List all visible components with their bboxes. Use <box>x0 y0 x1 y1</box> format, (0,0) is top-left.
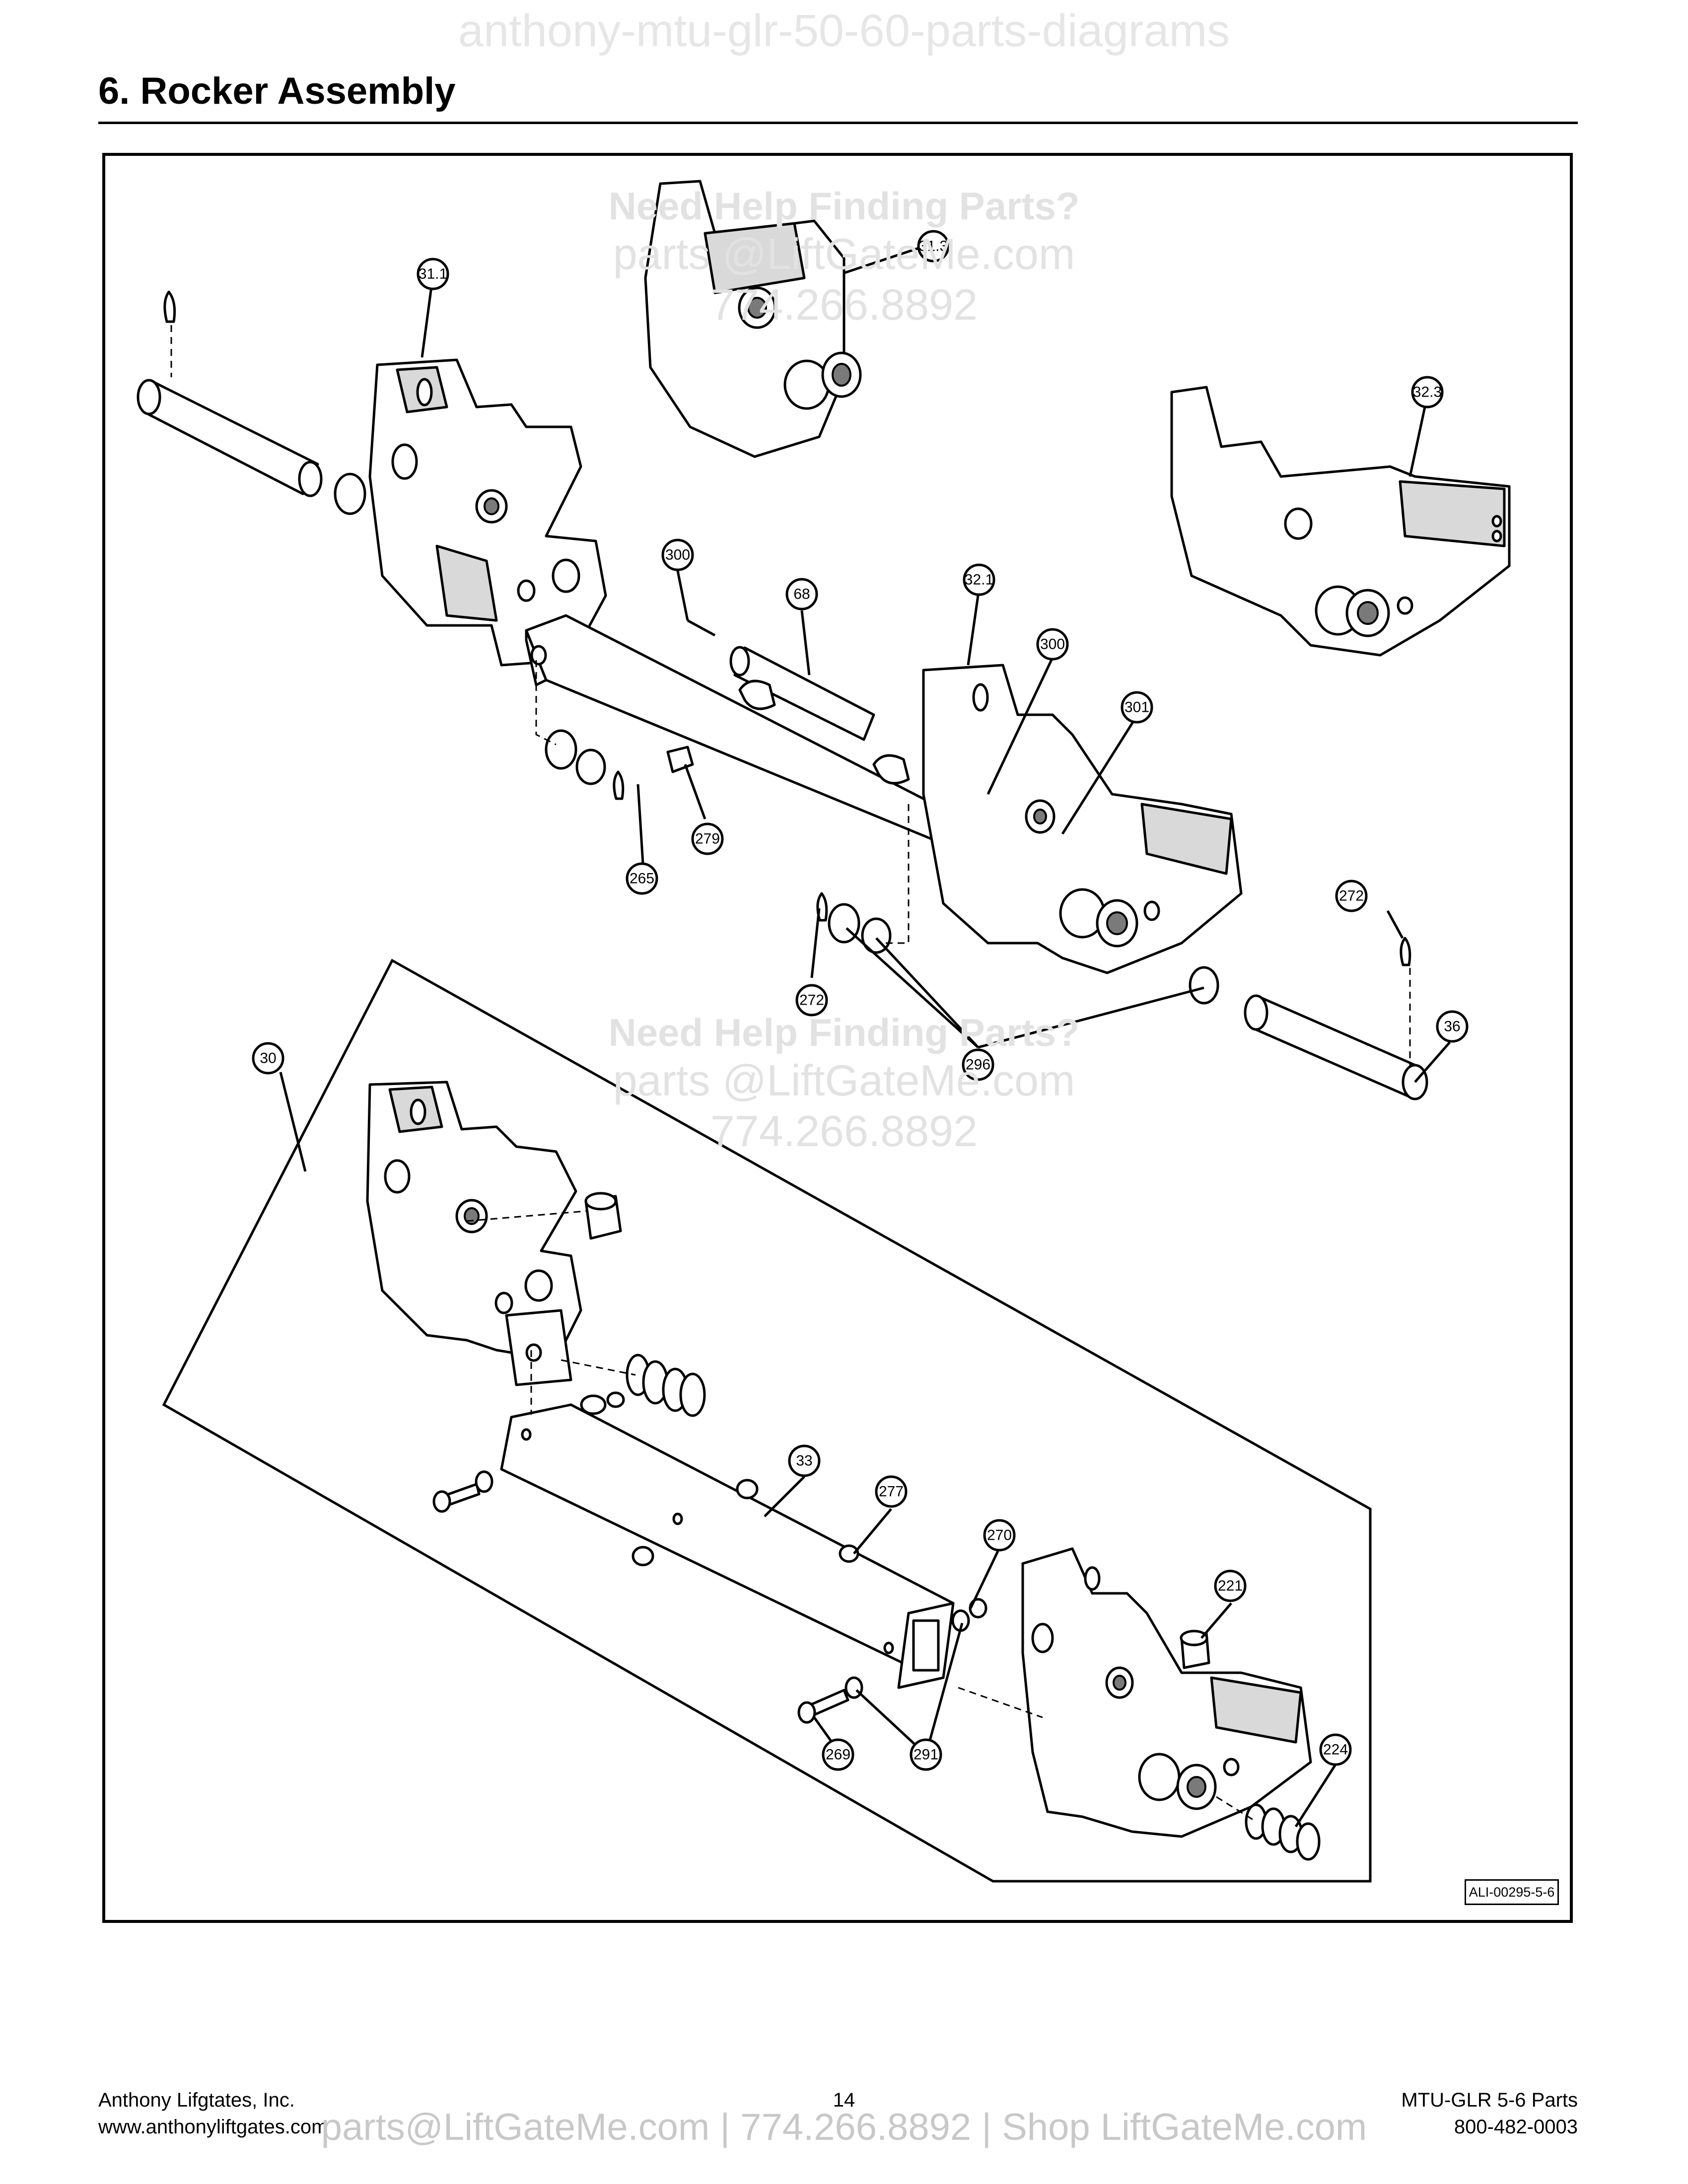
svg-text:291: 291 <box>914 1747 938 1763</box>
rocker-31-3 <box>644 180 862 458</box>
footer-doc-title: MTU-GLR 5-6 Parts <box>1401 2089 1578 2111</box>
guide-1 <box>535 660 557 746</box>
svg-text:32.1: 32.1 <box>965 572 993 588</box>
section-title: 6. Rocker Assembly <box>98 70 456 112</box>
rocker-32-3 <box>1170 386 1511 657</box>
kit-bushing-upper <box>584 1192 622 1240</box>
svg-text:68: 68 <box>793 586 810 603</box>
kit-bolt-269 <box>797 1689 849 1724</box>
callout-296: 296 <box>962 1048 994 1081</box>
cotter-272-right <box>1400 937 1411 966</box>
washer-b <box>575 749 606 785</box>
clip-279 <box>666 746 694 773</box>
footer-page-number: 14 <box>833 2089 855 2111</box>
callout-269: 269 <box>822 1738 854 1771</box>
washer-left <box>334 473 366 515</box>
bolt-300-left <box>687 619 716 637</box>
callout-32-3: 32.3 <box>1411 376 1444 409</box>
callout-291: 291 <box>910 1738 942 1771</box>
callout-277: 277 <box>875 1475 908 1508</box>
callout-300-right: 300 <box>1036 628 1069 661</box>
svg-text:265: 265 <box>630 871 654 887</box>
callout-30: 30 <box>252 1042 284 1075</box>
pin-68 <box>729 646 910 785</box>
kit-bolt-left <box>432 1470 493 1513</box>
washer-a <box>545 729 577 770</box>
callout-300-left: 300 <box>661 539 694 571</box>
guide-4 <box>466 1210 586 1222</box>
callout-36: 36 <box>1436 1010 1469 1043</box>
hinge-pin-36 <box>1244 994 1428 1100</box>
svg-text:296: 296 <box>966 1057 990 1073</box>
washer-right <box>1189 966 1219 1005</box>
callout-301: 301 <box>1121 691 1153 724</box>
svg-text:221: 221 <box>1218 1578 1243 1594</box>
svg-text:31.3: 31.3 <box>919 238 948 255</box>
cotter-265 <box>613 770 625 800</box>
guide-6 <box>561 1359 636 1376</box>
rocker-31-1 <box>368 358 607 667</box>
callout-270: 270 <box>983 1519 1016 1552</box>
guide-7 <box>958 1687 1043 1718</box>
callout-31-1: 31.1 <box>417 258 449 290</box>
svg-text:224: 224 <box>1323 1742 1348 1758</box>
svg-text:31.1: 31.1 <box>419 266 447 282</box>
kit-rocker-left <box>366 1081 582 1386</box>
rocker-32-1 <box>922 664 1243 974</box>
drawing-reference-label: ALI-00295-5-6 <box>1465 1879 1559 1905</box>
footer-banner-watermark: parts@LiftGateMe.com | 774.266.8892 | Sh… <box>321 2106 1367 2148</box>
callout-272-right: 272 <box>1335 880 1368 912</box>
svg-text:300: 300 <box>665 547 690 563</box>
top-watermark: anthony-mtu-glr-50-60-parts-diagrams <box>458 5 1230 56</box>
svg-text:270: 270 <box>987 1527 1012 1544</box>
callout-272-left: 272 <box>795 984 828 1017</box>
svg-text:279: 279 <box>695 831 720 847</box>
footer-right: MTU-GLR 5-6 Parts 800-482-0003 <box>1401 2087 1578 2140</box>
kit-bushing-224 <box>1245 1803 1321 1861</box>
kit-fitting-b <box>736 1479 759 1500</box>
footer-phone: 800-482-0003 <box>1454 2116 1578 2138</box>
title-divider <box>98 122 1578 124</box>
watermark-block-upper: Need Help Finding Parts? parts @LiftGate… <box>608 184 1080 329</box>
kit-washer-small <box>606 1391 625 1408</box>
cotter-pin-top <box>163 290 176 323</box>
callout-265: 265 <box>626 862 658 895</box>
svg-text:272: 272 <box>799 992 824 1009</box>
svg-text:30: 30 <box>260 1050 276 1067</box>
watermark-block-lower: Need Help Finding Parts? parts @LiftGate… <box>608 1011 1080 1156</box>
svg-text:272: 272 <box>1339 888 1364 904</box>
footer-website[interactable]: www.anthonyliftgates.com <box>98 2116 328 2138</box>
kit-fitting-277 <box>839 1544 859 1563</box>
cross-tube-33 <box>500 1403 955 1689</box>
footer-left: Anthony Lifgtates, Inc. www.anthonyliftg… <box>98 2087 328 2140</box>
callout-224: 224 <box>1319 1733 1352 1766</box>
svg-text:277: 277 <box>879 1484 904 1500</box>
callout-221: 221 <box>1214 1570 1247 1602</box>
diagram-frame <box>102 153 1573 1923</box>
callout-68: 68 <box>785 578 818 611</box>
svg-text:301: 301 <box>1125 699 1149 716</box>
guide-2 <box>884 804 910 944</box>
svg-text:36: 36 <box>1444 1019 1460 1035</box>
hinge-pin-left <box>137 379 323 497</box>
svg-text:300: 300 <box>1040 636 1065 653</box>
callout-31-3: 31.3 <box>917 230 950 263</box>
kit-bushing-stack <box>626 1354 706 1417</box>
footer-company: Anthony Lifgtates, Inc. <box>98 2089 295 2111</box>
kit-30-boundary <box>162 958 1372 1883</box>
callout-279: 279 <box>691 822 724 855</box>
kit-bushing-221 <box>1180 1630 1210 1669</box>
callout-33: 33 <box>788 1444 821 1477</box>
svg-text:32.3: 32.3 <box>1413 384 1442 401</box>
svg-text:33: 33 <box>796 1453 812 1469</box>
svg-text:269: 269 <box>826 1747 850 1763</box>
guide-8 <box>1216 1796 1257 1823</box>
kit-fitting-a <box>632 1546 654 1567</box>
callout-32-1: 32.1 <box>963 563 995 596</box>
kit-rocker-right <box>1021 1547 1312 1838</box>
kit-nut <box>580 1394 607 1415</box>
leader-lines <box>279 247 1451 1828</box>
